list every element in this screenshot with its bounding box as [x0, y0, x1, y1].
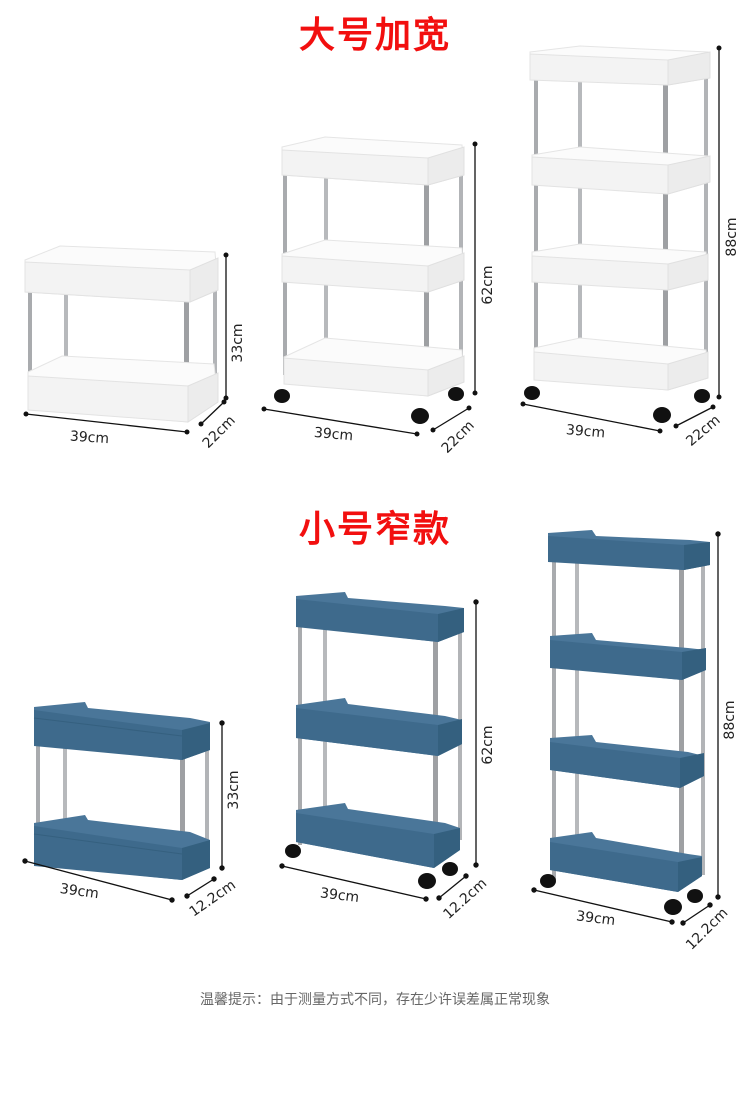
- depth-label: 12.2cm: [683, 905, 731, 953]
- height-label: 88cm: [722, 700, 738, 739]
- product-white-4-tier: 39cm 88cm 22cm: [510, 30, 750, 450]
- cart-illustration: 39cm 33cm 12.2cm: [22, 702, 242, 920]
- depth-label: 22cm: [200, 413, 239, 452]
- height-label: 33cm: [226, 770, 242, 809]
- measurement-disclaimer: 温馨提示：由于测量方式不同，存在少许误差属正常现象: [200, 992, 550, 1008]
- section-title-small-narrow: 小号窄款: [298, 509, 451, 550]
- depth-label: 22cm: [683, 412, 723, 449]
- cart-illustration: 39cm 62cm 22cm: [261, 136, 496, 457]
- width-label: 39cm: [575, 908, 616, 929]
- width-label: 39cm: [69, 428, 109, 447]
- cart-illustration: 39cm 62cm 12.2cm: [279, 592, 496, 923]
- section-title-large-wide: 大号加宽: [298, 15, 451, 56]
- product-blue-3-tier: 39cm 62cm 12.2cm: [270, 580, 500, 923]
- product-white-2-tier: 39cm 33cm 22cm: [0, 230, 260, 452]
- width-label: 39cm: [565, 422, 605, 441]
- cart-illustration: 39cm 88cm 12.2cm: [531, 530, 738, 953]
- height-label: 33cm: [230, 323, 246, 362]
- height-label: 62cm: [480, 265, 496, 304]
- product-blue-2-tier: 39cm 33cm 12.2cm: [0, 690, 260, 920]
- depth-label: 12.2cm: [187, 877, 239, 920]
- cart-illustration: 39cm 33cm 22cm: [23, 245, 246, 452]
- product-white-3-tier: 39cm 62cm 22cm: [260, 120, 510, 460]
- depth-label: 12.2cm: [440, 876, 490, 923]
- height-label: 62cm: [480, 725, 496, 764]
- width-label: 39cm: [319, 885, 360, 906]
- product-blue-4-tier: 39cm 88cm 12.2cm: [520, 520, 750, 953]
- cart-illustration: 39cm 88cm 22cm: [520, 45, 740, 450]
- height-label: 88cm: [724, 217, 740, 256]
- width-label: 39cm: [313, 425, 353, 444]
- width-label: 39cm: [59, 881, 100, 902]
